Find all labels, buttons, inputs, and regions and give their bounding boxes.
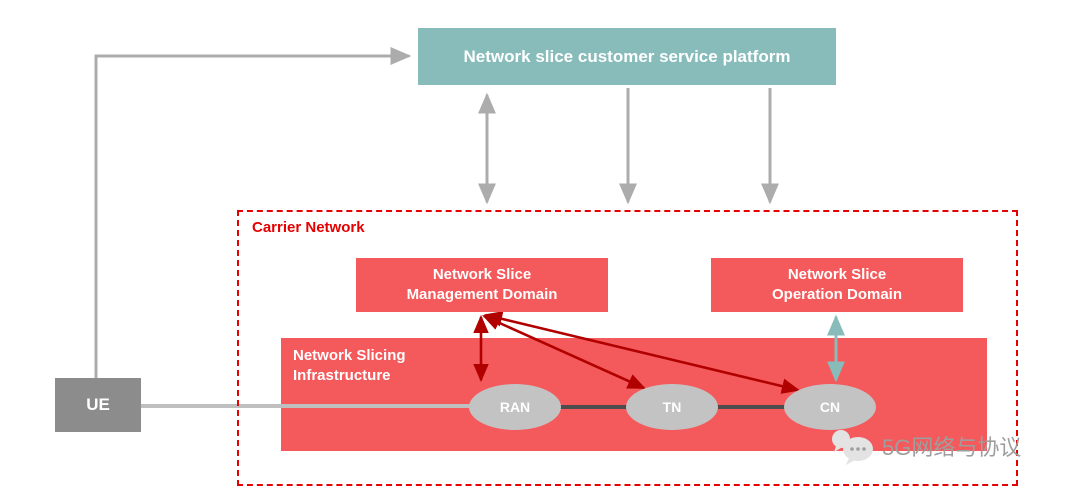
watermark: 5G网络与协议 [828,426,1021,466]
node-cn: CN [784,384,876,430]
operation-domain-label-line2: Operation Domain [771,286,902,303]
customer-service-platform-box: Network slice customer service platform [418,28,836,85]
operation-domain-box: Network Slice Operation Domain [711,258,963,312]
carrier-network-label: Carrier Network [252,219,365,236]
management-domain-label-line1: Network Slice [432,265,532,283]
management-domain-box: Network Slice Management Domain [356,258,608,312]
ue-box: UE [55,378,141,432]
carrier-network-region [237,210,1018,486]
node-tn: TN [626,384,718,430]
watermark-text: 5G网络与协议 [882,435,1022,460]
operation-domain-label-line1: Network Slice [787,265,887,283]
node-ran: RAN [469,384,561,430]
management-domain-label-line2: Management Domain [406,286,558,303]
chat-bubbles-icon [832,430,873,465]
